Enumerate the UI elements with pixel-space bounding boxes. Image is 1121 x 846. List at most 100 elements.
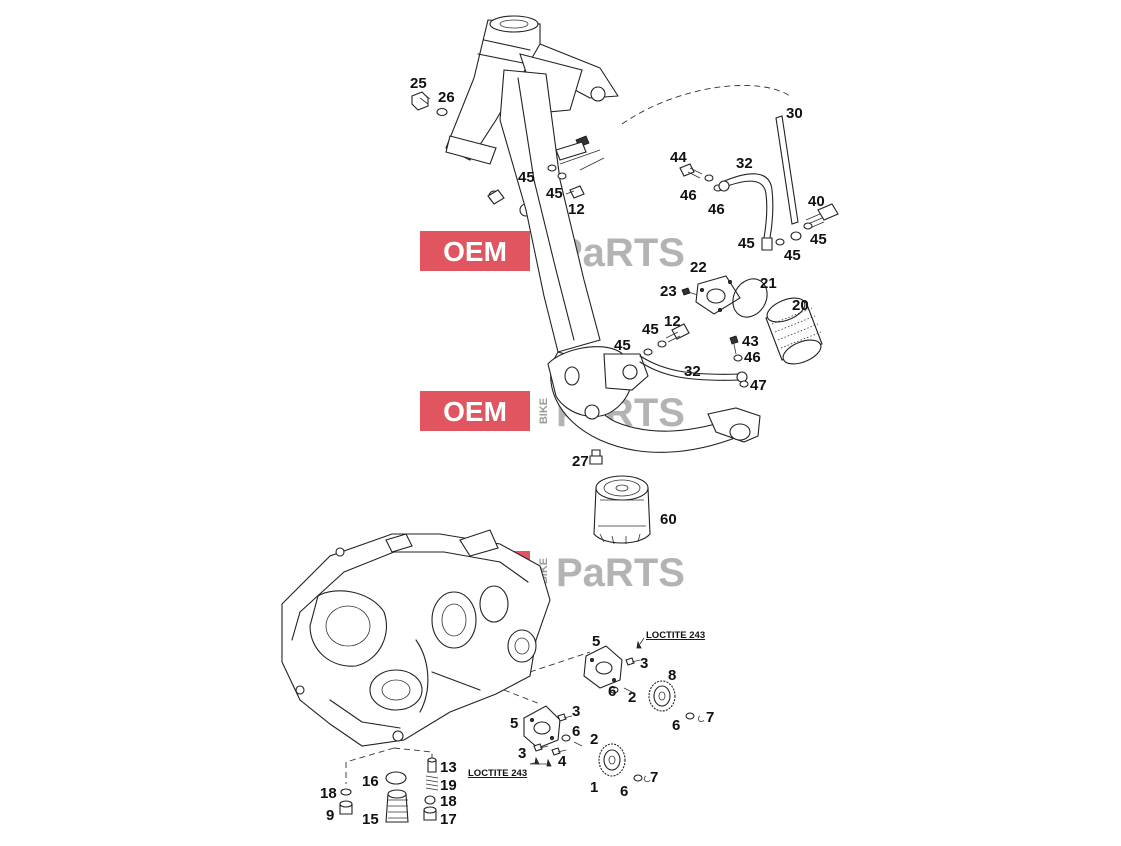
banjo-bolt-12b [665,323,690,343]
strainer-route-line [393,747,433,760]
o-ring-21 [732,278,768,318]
callout-2b: 2 [590,731,598,748]
frame [445,15,761,453]
callout-2a: 2 [628,689,636,706]
watermark-oem-box [420,391,530,431]
callout-12b: 12 [664,313,681,330]
callout-45d: 45 [784,247,801,264]
screw-4 [551,747,567,756]
screw-3b [557,713,573,722]
top-tube-mount [590,86,606,102]
plug-17 [423,806,437,821]
callout-6b: 6 [672,717,680,734]
callout-15: 15 [362,811,379,828]
callout-23: 23 [660,283,677,300]
watermark-oem-box [420,231,530,271]
circlip-7a [697,715,705,723]
callout-44: 44 [670,149,687,166]
callout-7b: 7 [650,769,658,786]
circlip-7b [643,775,651,783]
seal-ring-45d [775,238,785,246]
callout-4: 4 [558,753,567,770]
seal-ring-45f [657,340,667,348]
spin-on-oil-filter-60 [593,475,651,545]
callout-22: 22 [690,259,707,276]
plug-screw-25 [411,91,431,111]
watermark-parts-text: PaRTS [556,551,685,595]
oil-hose-32-lower [639,355,741,375]
loctite-note-top: LOCTITE 243 [646,630,705,641]
callout-46c: 46 [744,349,761,366]
screw-23 [681,287,699,296]
callout-13: 13 [440,759,457,776]
loctite-drop-right [546,758,552,767]
loctite-bottom-leader [529,761,548,765]
banjo-bolt-43 [729,335,739,355]
washer-6d [633,774,643,782]
banjo-bolt-44 [679,163,703,179]
watermark-oem-text: OEM [443,236,507,267]
seal-ring-45g [643,348,653,356]
oil-hose-32-upper [721,173,774,239]
callout-43: 43 [742,333,759,350]
callout-32a: 32 [736,155,753,172]
callout-45c: 45 [810,231,827,248]
oil-pump-gear-1 [598,743,626,777]
callout-19: 19 [440,777,457,794]
callout-25: 25 [410,75,427,92]
banjo-bolt-12a [565,185,585,199]
callout-47: 47 [750,377,767,394]
callout-20: 20 [792,297,809,314]
screw-3a [625,657,641,666]
callout-12a: 12 [568,201,585,218]
oil-pump-gear-8 [648,680,676,712]
callout-8: 8 [668,667,676,684]
seal-ring-46a [704,174,714,182]
callout-27: 27 [572,453,589,470]
drain-boss [584,404,600,420]
oil-pump-housing-5a [583,645,623,689]
seal-ring-46c [733,354,743,362]
down-tube-oil-tank [499,69,601,353]
watermark-bike-text: BIKE [538,398,550,424]
washer-6a [609,686,619,694]
head-tube-top-ring [489,15,539,33]
oil-filter-element-20 [765,297,823,365]
seal-ring-47 [739,380,749,388]
oil-pump-housing-5b [523,705,561,749]
hose-fitting-upper [790,231,802,241]
callout-45b: 45 [546,185,563,202]
callout-7a: 7 [706,709,714,726]
callout-3b: 3 [572,703,580,720]
callout-18a: 18 [320,785,337,802]
callout-60: 60 [660,511,677,528]
callout-3c: 3 [518,745,526,762]
callout-6a: 6 [608,683,616,700]
washer-6c [561,734,571,742]
callout-18b: 18 [440,793,457,810]
watermark-oem-text: OEM [443,396,507,427]
seal-ring-45c [803,222,813,230]
callout-6d: 6 [620,783,628,800]
crank-bearing-seat [431,591,477,649]
loctite-top-leader [639,637,645,645]
head-tube-bottom-ring [445,135,497,165]
callout-21: 21 [760,275,777,292]
callouts: 25 26 45 45 12 30 44 32 46 46 40 45 45 4… [320,75,827,828]
callout-9: 9 [326,807,334,824]
seal-ring-45b [557,172,567,180]
callout-1: 1 [590,779,598,796]
seal-ring-18b [424,795,436,805]
screw-3c [533,743,549,752]
callout-32b: 32 [684,363,701,380]
callout-3a: 3 [640,655,648,672]
gearbox-recess [369,669,423,711]
callout-45f: 45 [642,321,659,338]
pin-2b [573,741,583,747]
cylinder-bore [309,590,388,667]
breather-hose-route [621,85,791,125]
callout-16: 16 [362,773,379,790]
crankcase [281,529,551,747]
